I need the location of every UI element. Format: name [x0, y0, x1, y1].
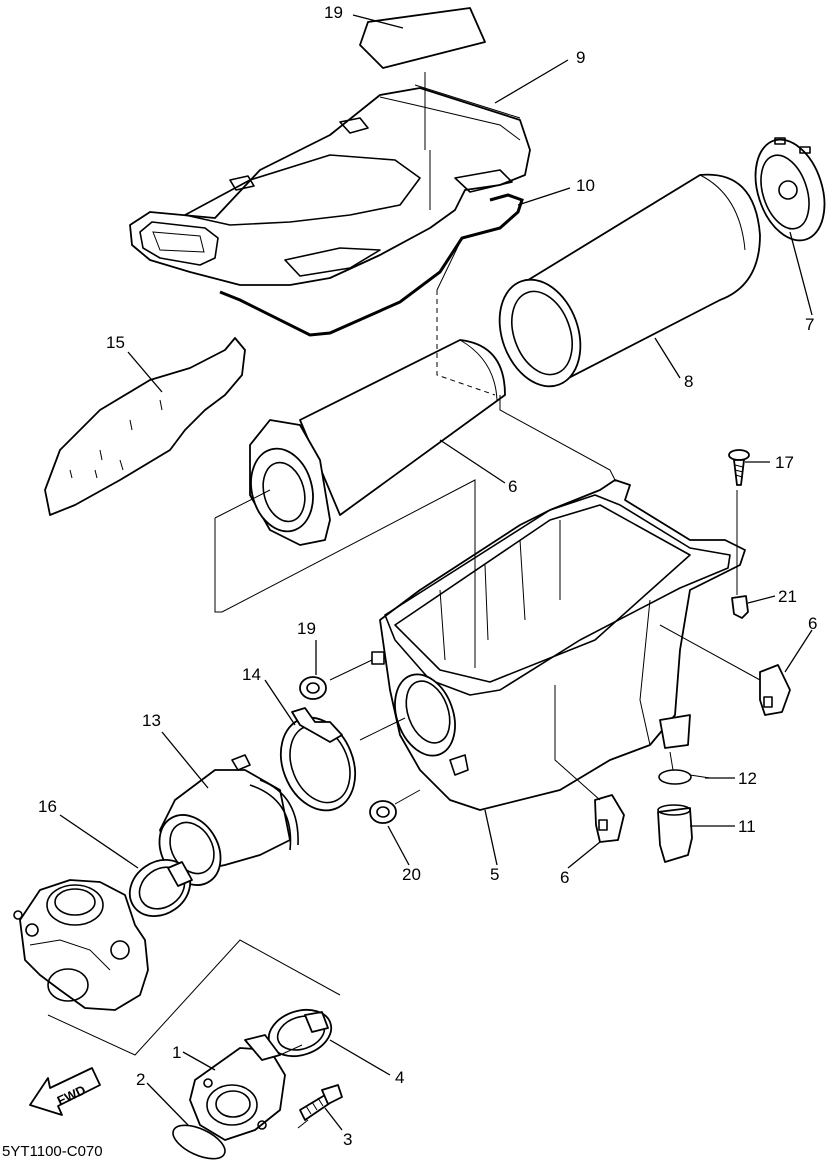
- fwd-arrow-icon: FWD: [29, 1067, 101, 1116]
- part-7-inner-filter-element[interactable]: [242, 339, 506, 546]
- callout-10: 9: [576, 48, 585, 67]
- callout-2: 2: [136, 1070, 145, 1089]
- part-6-clip-center[interactable]: [594, 794, 625, 843]
- part-19-grommet-upper[interactable]: [299, 676, 327, 700]
- callout-20: 19: [324, 3, 343, 22]
- callout-19-upper: 19: [297, 619, 316, 638]
- carburetor-assembly: [13, 879, 149, 1011]
- part-2-o-ring[interactable]: [168, 1118, 230, 1161]
- callout-3: 3: [343, 1130, 352, 1149]
- callout-labels: 19 9 10 7 8 15 6 17 21 6 12 11 19 14 13 …: [38, 3, 817, 1149]
- callout-11: 10: [576, 176, 595, 195]
- part-16-guard-plate[interactable]: [44, 337, 246, 516]
- callout-16: 15: [106, 333, 125, 352]
- part-21-nut[interactable]: [731, 595, 749, 619]
- part-19-grommet-lower[interactable]: [369, 800, 397, 824]
- callout-19-lower: 20: [402, 865, 421, 884]
- callout-18: 17: [775, 453, 794, 472]
- part-13-hose-clamp[interactable]: [658, 769, 711, 785]
- part-17-clamp[interactable]: [119, 848, 201, 927]
- part-5-airbox-case[interactable]: [371, 479, 746, 811]
- part-20-label-sheet[interactable]: [359, 7, 486, 69]
- callout-7: 6: [508, 477, 517, 496]
- callout-13: 12: [738, 769, 757, 788]
- part-18-screw[interactable]: [728, 449, 750, 486]
- part-3-bolt[interactable]: [299, 1084, 343, 1121]
- part-11-seal-gasket[interactable]: [219, 193, 524, 337]
- callout-1: 1: [172, 1043, 181, 1062]
- callout-21: 21: [778, 587, 797, 606]
- callout-5: 5: [490, 865, 499, 884]
- callout-9: 8: [684, 372, 693, 391]
- part-1-intake-manifold[interactable]: [189, 1034, 286, 1141]
- part-9-outer-filter-element[interactable]: [485, 173, 761, 398]
- callout-6-right: 6: [808, 614, 817, 633]
- callout-17: 16: [38, 797, 57, 816]
- callout-15: 14: [242, 665, 261, 684]
- leader-lines: [59, 14, 813, 1131]
- callout-14: 13: [142, 711, 161, 730]
- part-15-clamp[interactable]: [268, 706, 369, 821]
- assembly-guide-lines: [47, 72, 761, 1129]
- callout-4: 4: [395, 1068, 404, 1087]
- callout-6-center: 6: [560, 868, 569, 887]
- part-12-drain-hose[interactable]: [657, 804, 693, 863]
- part-8-filter-cap[interactable]: [743, 131, 828, 250]
- drawing-code: 5YT1100-C070: [2, 1143, 103, 1160]
- callout-8: 7: [805, 315, 814, 334]
- part-6-clip-right[interactable]: [759, 664, 791, 716]
- part-10-airbox-cover[interactable]: [129, 84, 531, 286]
- callout-12: 11: [738, 817, 756, 836]
